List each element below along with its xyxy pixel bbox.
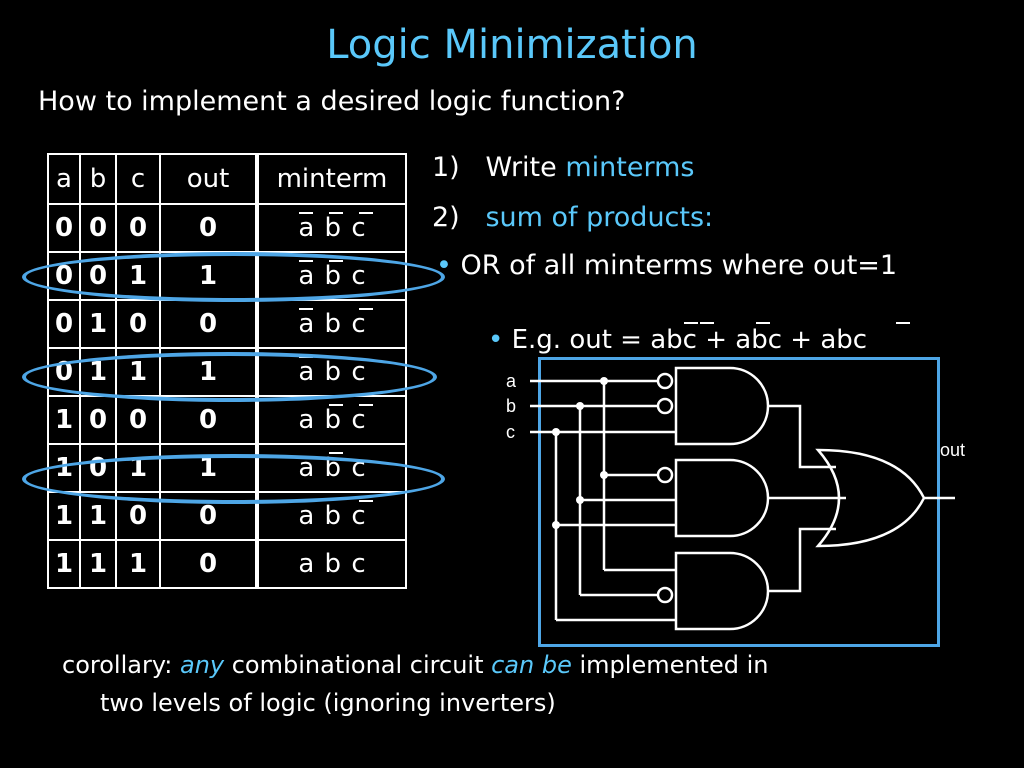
cell-minterm: a b c — [255, 299, 407, 349]
overbar-b1 — [700, 322, 714, 324]
overbar — [329, 212, 344, 214]
inverter-bubble — [656, 586, 674, 604]
highlight-ellipse-row-3 — [22, 352, 437, 402]
bullet-example: • E.g. out = abc + abc + abc — [488, 325, 867, 355]
bullet-or-text: OR of all minterms where out=1 — [460, 250, 898, 281]
overbar — [329, 452, 344, 454]
corollary-suffix: implemented in — [571, 651, 769, 679]
step-2-number: 2) — [432, 202, 460, 233]
cell-b: 1 — [79, 491, 117, 541]
step-1-highlight: minterms — [565, 152, 695, 183]
cell-out: 0 — [159, 395, 258, 445]
step-2: 2) sum of products: — [432, 202, 713, 233]
cell-c: 0 — [115, 395, 161, 445]
minterm-text: a b c — [298, 501, 366, 531]
page-title: Logic Minimization — [326, 22, 698, 68]
example-expression: E.g. out = abc + abc + abc — [511, 325, 868, 355]
corollary-mid: combinational circuit — [224, 651, 492, 679]
minterm-text: a b c — [298, 213, 366, 243]
highlight-ellipse-row-1 — [22, 252, 445, 302]
overbar — [359, 212, 374, 214]
cell-b: 1 — [79, 539, 117, 589]
cell-b: 0 — [79, 203, 117, 253]
corollary-line2: two levels of logic (ignoring inverters) — [100, 689, 556, 717]
table-header-b: b — [79, 153, 117, 205]
step-2-highlight: sum of products: — [485, 202, 714, 233]
overbar-a1 — [684, 322, 698, 324]
cell-a: 0 — [47, 203, 81, 253]
table-header-a: a — [47, 153, 81, 205]
step-1-text: Write — [485, 152, 566, 183]
output-label: out — [940, 440, 966, 460]
circuit-highlight-box — [538, 357, 940, 647]
overbar — [359, 404, 374, 406]
minterm-text: a b c — [298, 405, 366, 435]
inverter-bubble — [656, 466, 674, 484]
minterm-text: a b c — [298, 309, 366, 339]
corollary-note: corollary: any combinational circuit can… — [62, 646, 768, 722]
minterm-text: a b c — [298, 549, 366, 579]
cell-b: 0 — [79, 395, 117, 445]
corollary-em-canbe: can be — [491, 651, 572, 679]
bullet-icon: • — [488, 325, 504, 355]
inverter-bubble — [656, 372, 674, 390]
cell-a: 0 — [47, 299, 81, 349]
step-1: 1) Write minterms — [432, 152, 694, 183]
highlight-ellipse-row-5 — [22, 454, 445, 504]
overbar — [359, 308, 374, 310]
bullet-or-minterms: • OR of all minterms where out=1 — [436, 250, 897, 281]
table-header-c: c — [115, 153, 161, 205]
cell-a: 1 — [47, 491, 81, 541]
cell-c: 0 — [115, 299, 161, 349]
cell-minterm: a b c — [255, 203, 407, 253]
input-label-c: c — [506, 422, 515, 442]
input-label-b: b — [506, 396, 517, 416]
cell-c: 0 — [115, 203, 161, 253]
inverter-bubble — [656, 397, 674, 415]
corollary-em-any: any — [179, 651, 225, 679]
cell-b: 1 — [79, 299, 117, 349]
page-subtitle: How to implement a desired logic functio… — [38, 86, 626, 117]
overbar — [329, 404, 344, 406]
table-header-out: out — [159, 153, 258, 205]
corollary-prefix: corollary: — [62, 651, 180, 679]
overbar — [299, 212, 314, 214]
overbar — [359, 500, 374, 502]
bullet-icon: • — [436, 250, 452, 281]
cell-minterm: a b c — [255, 539, 407, 589]
table-header-minterm: minterm — [255, 153, 407, 205]
input-label-a: a — [506, 371, 517, 391]
cell-out: 0 — [159, 203, 258, 253]
overbar — [299, 308, 314, 310]
cell-out: 0 — [159, 539, 258, 589]
cell-a: 1 — [47, 395, 81, 445]
cell-c: 1 — [115, 539, 161, 589]
step-1-number: 1) — [432, 152, 460, 183]
cell-a: 1 — [47, 539, 81, 589]
overbar-b3 — [896, 322, 910, 324]
overbar-a2 — [756, 322, 770, 324]
